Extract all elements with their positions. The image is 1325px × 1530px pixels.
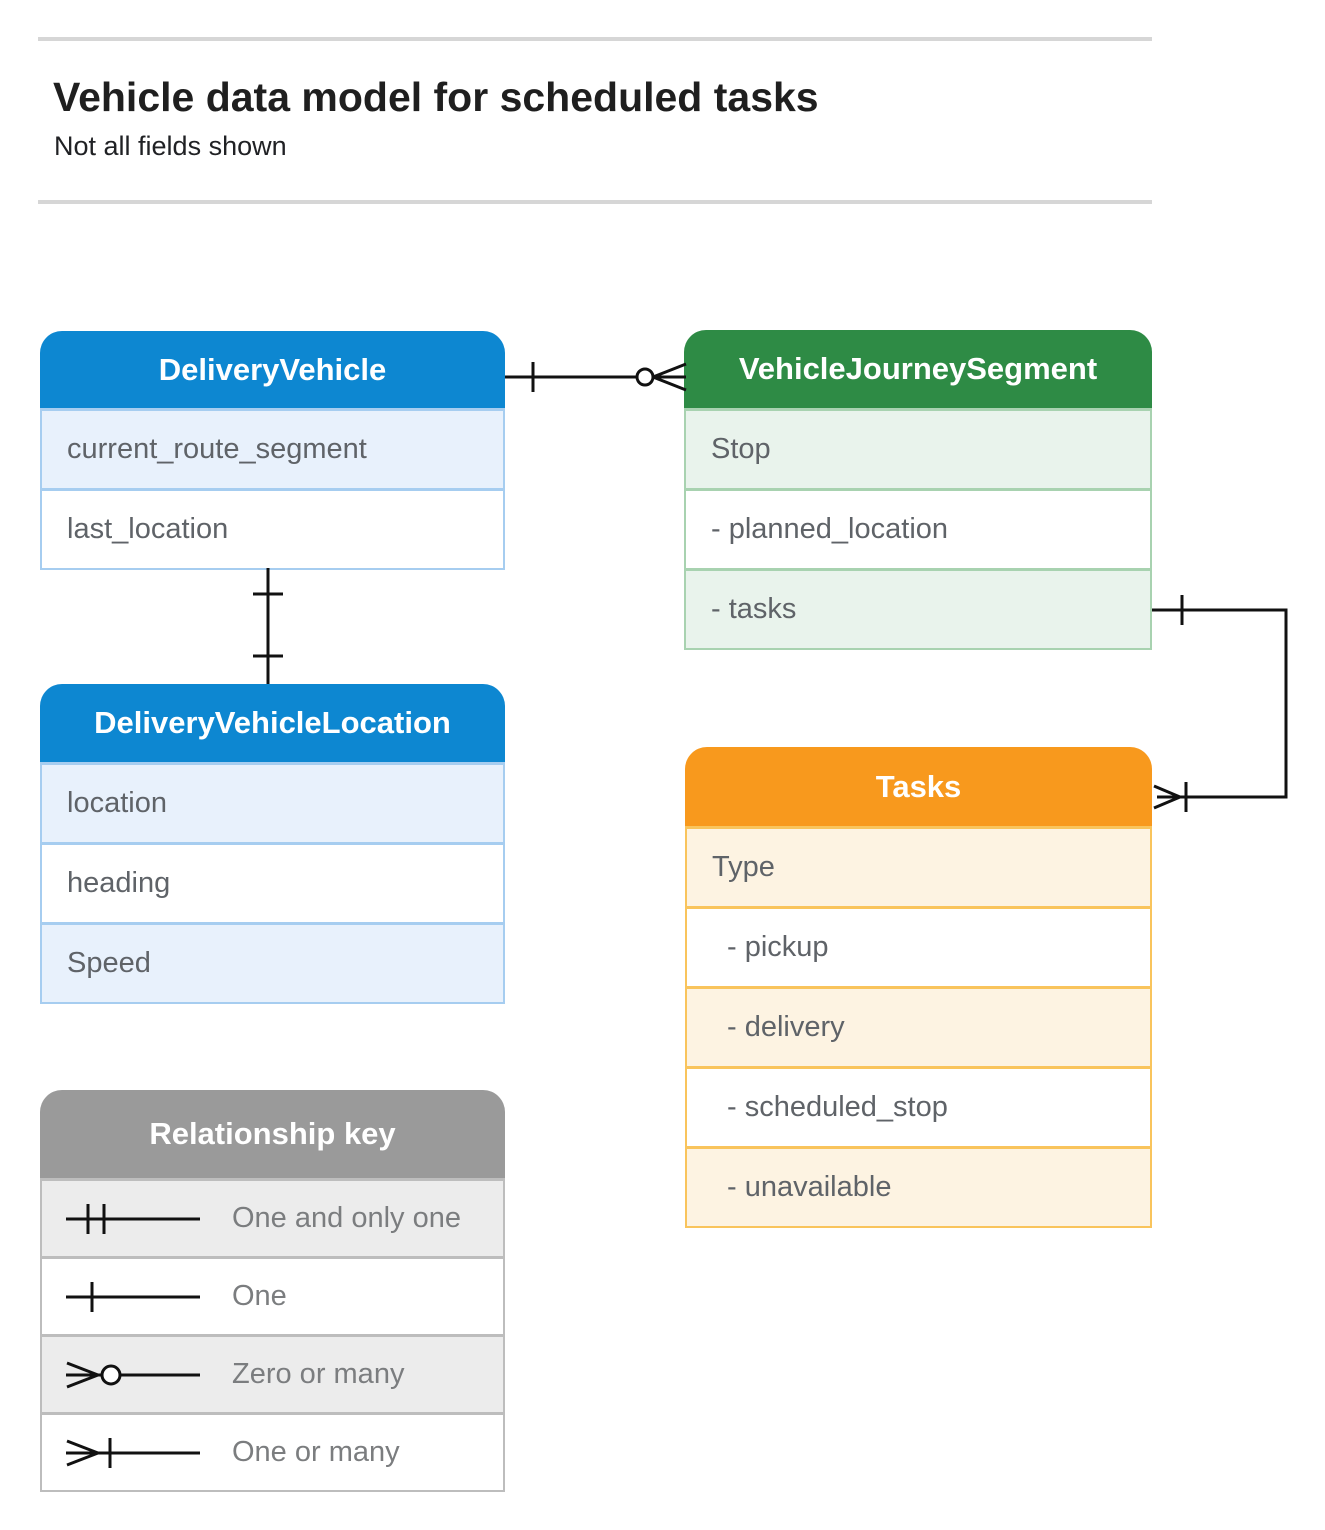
entity-vehicle-journey-segment-title: VehicleJourneySegment	[684, 330, 1152, 408]
entity-tasks-title: Tasks	[685, 747, 1152, 826]
bottom-divider	[38, 200, 1152, 204]
legend-item-label: One or many	[232, 1436, 400, 1468]
entity-vehicle-journey-segment: VehicleJourneySegment Stop - planned_loc…	[684, 330, 1152, 650]
entity-delivery-vehicle-location-fields: location heading Speed	[40, 762, 505, 1004]
field-row: Type	[687, 826, 1150, 906]
legend-item: One	[42, 1256, 503, 1334]
relationship-key-title: Relationship key	[40, 1090, 505, 1178]
field-row: Stop	[686, 408, 1150, 488]
legend-item: One or many	[42, 1412, 503, 1490]
connector-deliveryvehicle-deliveryvehiclelocation	[253, 568, 283, 684]
top-divider	[38, 37, 1152, 41]
page-title: Vehicle data model for scheduled tasks	[53, 74, 819, 120]
field-row: current_route_segment	[42, 408, 503, 488]
legend-item-label: Zero or many	[232, 1358, 405, 1390]
zero-or-many-icon	[42, 1353, 232, 1397]
legend-item: One and only one	[42, 1178, 503, 1256]
legend-item: Zero or many	[42, 1334, 503, 1412]
field-row: Speed	[42, 922, 503, 1002]
entity-delivery-vehicle-fields: current_route_segment last_location	[40, 408, 505, 570]
field-row: - unavailable	[687, 1146, 1150, 1226]
field-row: - planned_location	[686, 488, 1150, 568]
legend-item-label: One and only one	[232, 1202, 461, 1234]
entity-vehicle-journey-segment-fields: Stop - planned_location - tasks	[684, 408, 1152, 650]
page-subtitle: Not all fields shown	[54, 131, 287, 161]
field-row: - delivery	[687, 986, 1150, 1066]
field-row: last_location	[42, 488, 503, 568]
legend-item-label: One	[232, 1280, 287, 1312]
field-row: - tasks	[686, 568, 1150, 648]
entity-tasks: Tasks Type - pickup - delivery - schedul…	[685, 747, 1152, 1228]
one-or-many-icon	[42, 1431, 232, 1475]
field-row: - scheduled_stop	[687, 1066, 1150, 1146]
relationship-key: Relationship key One and only one	[40, 1090, 505, 1492]
relationship-key-rows: One and only one One	[40, 1178, 505, 1492]
entity-delivery-vehicle: DeliveryVehicle current_route_segment la…	[40, 331, 505, 570]
one-icon	[42, 1275, 232, 1319]
entity-delivery-vehicle-location-title: DeliveryVehicleLocation	[40, 684, 505, 762]
field-row: location	[42, 762, 503, 842]
field-row: - pickup	[687, 906, 1150, 986]
connector-vehiclejourneysegment-tasks	[1152, 595, 1288, 812]
field-row: heading	[42, 842, 503, 922]
entity-delivery-vehicle-title: DeliveryVehicle	[40, 331, 505, 408]
one-and-only-one-icon	[42, 1197, 232, 1241]
connector-deliveryvehicle-vehiclejourneysegment	[505, 362, 687, 392]
entity-delivery-vehicle-location: DeliveryVehicleLocation location heading…	[40, 684, 505, 1004]
entity-tasks-fields: Type - pickup - delivery - scheduled_sto…	[685, 826, 1152, 1228]
